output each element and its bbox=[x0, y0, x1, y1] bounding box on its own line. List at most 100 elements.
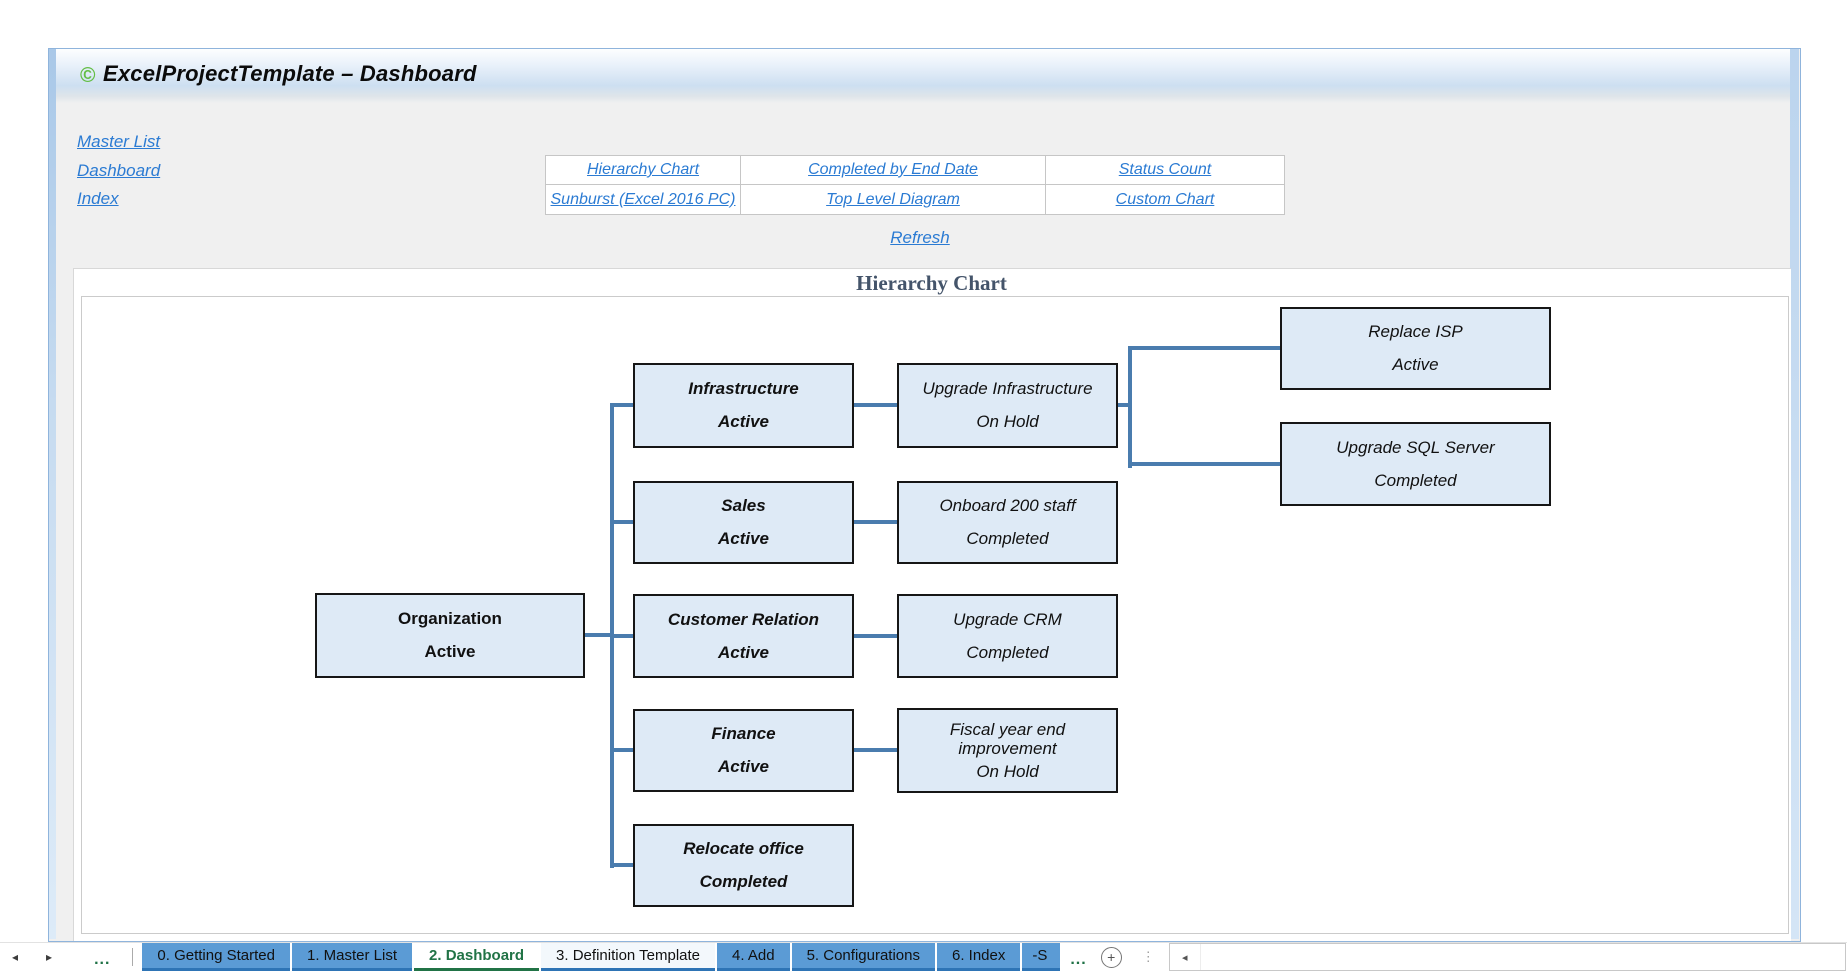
node-customer-relation: Customer Relation Active bbox=[633, 594, 854, 678]
tab-label: 0. Getting Started bbox=[157, 947, 275, 964]
node-upgrade-sql-server: Upgrade SQL Server Completed bbox=[1280, 422, 1551, 506]
node-status: Active bbox=[424, 642, 476, 661]
tab-index[interactable]: 6. Index bbox=[936, 943, 1021, 971]
node-relocate-office: Relocate office Completed bbox=[633, 824, 854, 907]
node-name: Finance bbox=[711, 724, 776, 744]
tab-separator bbox=[132, 948, 134, 966]
connector-line bbox=[614, 863, 633, 867]
hidden-sheets-left-indicator[interactable]: ... bbox=[94, 951, 111, 968]
connector-line bbox=[1128, 346, 1132, 468]
nav-link-index[interactable]: Index bbox=[77, 189, 119, 208]
tab-label: 5. Configurations bbox=[806, 947, 920, 964]
tab-label: 3. Definition Template bbox=[556, 947, 701, 964]
connector-line bbox=[854, 403, 897, 407]
new-sheet-icon[interactable]: + bbox=[1100, 946, 1122, 968]
connector-line bbox=[585, 633, 614, 637]
node-name: Upgrade SQL Server bbox=[1336, 437, 1495, 457]
node-status: On Hold bbox=[976, 761, 1039, 781]
node-fiscal-year-end-improvement: Fiscal year end improvement On Hold bbox=[897, 708, 1118, 793]
node-name: Upgrade Infrastructure bbox=[922, 379, 1093, 399]
node-name: Fiscal year end improvement bbox=[949, 719, 1066, 759]
node-sales: Sales Active bbox=[633, 481, 854, 564]
node-name: Infrastructure bbox=[688, 379, 799, 399]
tab-configurations[interactable]: 5. Configurations bbox=[791, 943, 935, 971]
node-name: Upgrade CRM bbox=[953, 609, 1062, 629]
refresh-link[interactable]: Refresh bbox=[890, 228, 950, 247]
table-cell: Completed by End Date bbox=[741, 156, 1046, 185]
tab-label: 2. Dashboard bbox=[429, 947, 525, 964]
tab-label: 6. Index bbox=[951, 947, 1006, 964]
node-onboard-200-staff: Onboard 200 staff Completed bbox=[897, 481, 1118, 564]
table-cell: Status Count bbox=[1046, 156, 1284, 185]
hidden-sheets-right-indicator[interactable]: ... bbox=[1070, 951, 1087, 968]
page-title: ExcelProjectTemplate – Dashboard bbox=[103, 61, 477, 86]
table-cell: Custom Chart bbox=[1046, 185, 1284, 214]
connector-line bbox=[614, 634, 633, 638]
node-status: Completed bbox=[1374, 470, 1457, 490]
nav-links: Master List Dashboard Index bbox=[77, 128, 160, 214]
chart-title: Hierarchy Chart bbox=[856, 271, 1007, 295]
node-organization: Organization Active bbox=[315, 593, 585, 678]
node-status: Active bbox=[717, 529, 770, 548]
node-name: Onboard 200 staff bbox=[939, 496, 1076, 516]
connector-line bbox=[614, 403, 633, 407]
table-cell: Top Level Diagram bbox=[741, 185, 1046, 214]
scroll-left-icon[interactable]: ◂ bbox=[1170, 944, 1201, 970]
nav-link-dashboard[interactable]: Dashboard bbox=[77, 160, 161, 180]
tabbar-resize-handle[interactable]: ⋮ bbox=[1141, 949, 1155, 964]
link-hierarchy-chart[interactable]: Hierarchy Chart bbox=[586, 161, 700, 178]
sheet-tab-bar: ◂ ▸ ... 0. Getting Started 1. Master Lis… bbox=[0, 942, 1847, 971]
node-name: Customer Relation bbox=[667, 609, 820, 629]
connector-line bbox=[854, 520, 897, 524]
header-gradient bbox=[49, 49, 1799, 103]
nav-link-master-list[interactable]: Master List bbox=[77, 132, 161, 151]
tab-master-list[interactable]: 1. Master List bbox=[291, 943, 413, 971]
node-finance: Finance Active bbox=[633, 709, 854, 792]
node-status: On Hold bbox=[976, 412, 1039, 431]
table-cell: Sunburst (Excel 2016 PC) bbox=[546, 185, 741, 214]
connector-line bbox=[1118, 403, 1132, 407]
node-upgrade-infrastructure: Upgrade Infrastructure On Hold bbox=[897, 363, 1118, 448]
tab-label: 4. Add bbox=[732, 947, 775, 964]
node-status: Completed bbox=[966, 529, 1049, 548]
node-infrastructure: Infrastructure Active bbox=[633, 363, 854, 448]
prev-sheet-icon[interactable]: ◂ bbox=[12, 950, 19, 964]
table-cell: Hierarchy Chart bbox=[546, 156, 741, 185]
node-name: Organization bbox=[398, 609, 502, 629]
tab-add[interactable]: 4. Add bbox=[717, 943, 790, 971]
link-status-count[interactable]: Status Count bbox=[1118, 161, 1212, 178]
scrollbar-track[interactable] bbox=[1200, 944, 1845, 970]
link-top-level-diagram[interactable]: Top Level Diagram bbox=[826, 190, 960, 208]
link-completed-by-end-date[interactable]: Completed by End Date bbox=[808, 161, 978, 178]
node-status: Completed bbox=[699, 872, 788, 891]
node-upgrade-crm: Upgrade CRM Completed bbox=[897, 594, 1118, 678]
connector-line bbox=[854, 634, 897, 638]
node-status: Active bbox=[717, 642, 770, 662]
tab-dashboard[interactable]: 2. Dashboard bbox=[414, 943, 540, 971]
link-sunburst[interactable]: Sunburst (Excel 2016 PC) bbox=[550, 190, 736, 208]
connector-line bbox=[1132, 346, 1280, 350]
tab-label: -S bbox=[1032, 947, 1048, 964]
node-status: Completed bbox=[966, 642, 1049, 662]
left-edge-strip bbox=[49, 49, 56, 939]
connector-line bbox=[854, 748, 897, 752]
node-replace-isp: Replace ISP Active bbox=[1280, 307, 1551, 390]
horizontal-scrollbar[interactable]: ◂ bbox=[1168, 943, 1846, 971]
tab-getting-started[interactable]: 0. Getting Started bbox=[142, 943, 290, 971]
connector-line bbox=[610, 403, 614, 868]
node-name: Relocate office bbox=[683, 839, 804, 859]
node-name: Replace ISP bbox=[1368, 322, 1463, 342]
link-custom-chart[interactable]: Custom Chart bbox=[1115, 190, 1215, 208]
node-status: Active bbox=[1392, 355, 1439, 374]
connector-line bbox=[1132, 462, 1280, 466]
right-edge-strip bbox=[1790, 49, 1799, 939]
tab-label: 1. Master List bbox=[306, 947, 398, 964]
node-name: Sales bbox=[721, 496, 766, 516]
tab-clipped[interactable]: -S bbox=[1022, 943, 1061, 971]
connector-line bbox=[614, 748, 633, 752]
node-status: Active bbox=[717, 757, 770, 776]
copyright-icon: © bbox=[80, 64, 96, 87]
refresh-container: Refresh bbox=[845, 228, 995, 248]
next-sheet-icon[interactable]: ▸ bbox=[46, 950, 53, 964]
tab-definition-template[interactable]: 3. Definition Template bbox=[541, 943, 716, 971]
